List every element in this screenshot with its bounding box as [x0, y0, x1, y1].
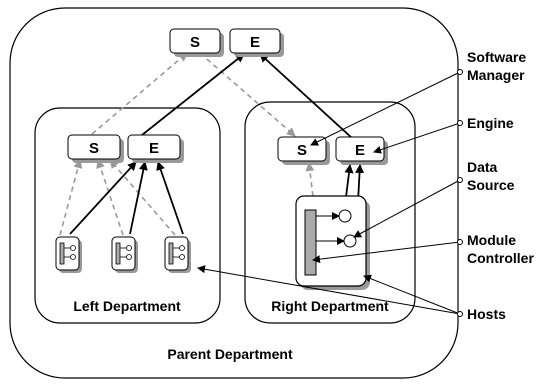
top-software-manager-box: S	[169, 28, 224, 57]
data-source-circle-1	[338, 209, 352, 223]
left-host-3	[164, 236, 191, 273]
data-source-circle-2	[343, 234, 357, 248]
right-department-box	[244, 101, 416, 324]
left-software-manager-box: S	[67, 134, 124, 163]
right-department-label: Right Department	[271, 298, 389, 314]
left-department-label: Left Department	[73, 298, 181, 314]
legend-data-source-line1: Data	[467, 159, 498, 175]
right-software-manager-label: S	[297, 142, 307, 159]
right-engine-label: E	[355, 142, 365, 159]
left-department-box	[34, 107, 221, 324]
parent-department-label: Parent Department	[167, 346, 293, 362]
left-engine-box: E	[127, 134, 184, 163]
right-engine-box: E	[335, 136, 388, 165]
legend-engine: Engine	[467, 115, 514, 131]
legend-module-controller-line1: Module	[467, 232, 516, 248]
legend-software-manager-line2: Manager	[467, 67, 525, 83]
legend-data-source-line2: Source	[467, 177, 515, 193]
legend-callouts	[197, 71, 461, 315]
engine-links	[69, 53, 365, 239]
top-engine-label: E	[250, 34, 260, 51]
left-host-2	[111, 236, 138, 273]
right-host	[295, 195, 370, 290]
left-host-1	[55, 236, 82, 273]
module-controller-bar	[304, 209, 317, 276]
legend-module-controller-line2: Controller	[467, 250, 534, 266]
legend-dots	[457, 69, 463, 317]
left-software-manager-label: S	[89, 140, 99, 157]
top-engine-box: E	[229, 28, 284, 57]
top-software-manager-label: S	[190, 34, 200, 51]
left-engine-label: E	[149, 140, 159, 157]
legend-hosts: Hosts	[467, 306, 506, 322]
right-software-manager-box: S	[277, 136, 330, 165]
software-manager-links	[59, 52, 315, 236]
legend-software-manager-line1: Software	[467, 49, 526, 65]
parent-department-box	[9, 7, 459, 379]
